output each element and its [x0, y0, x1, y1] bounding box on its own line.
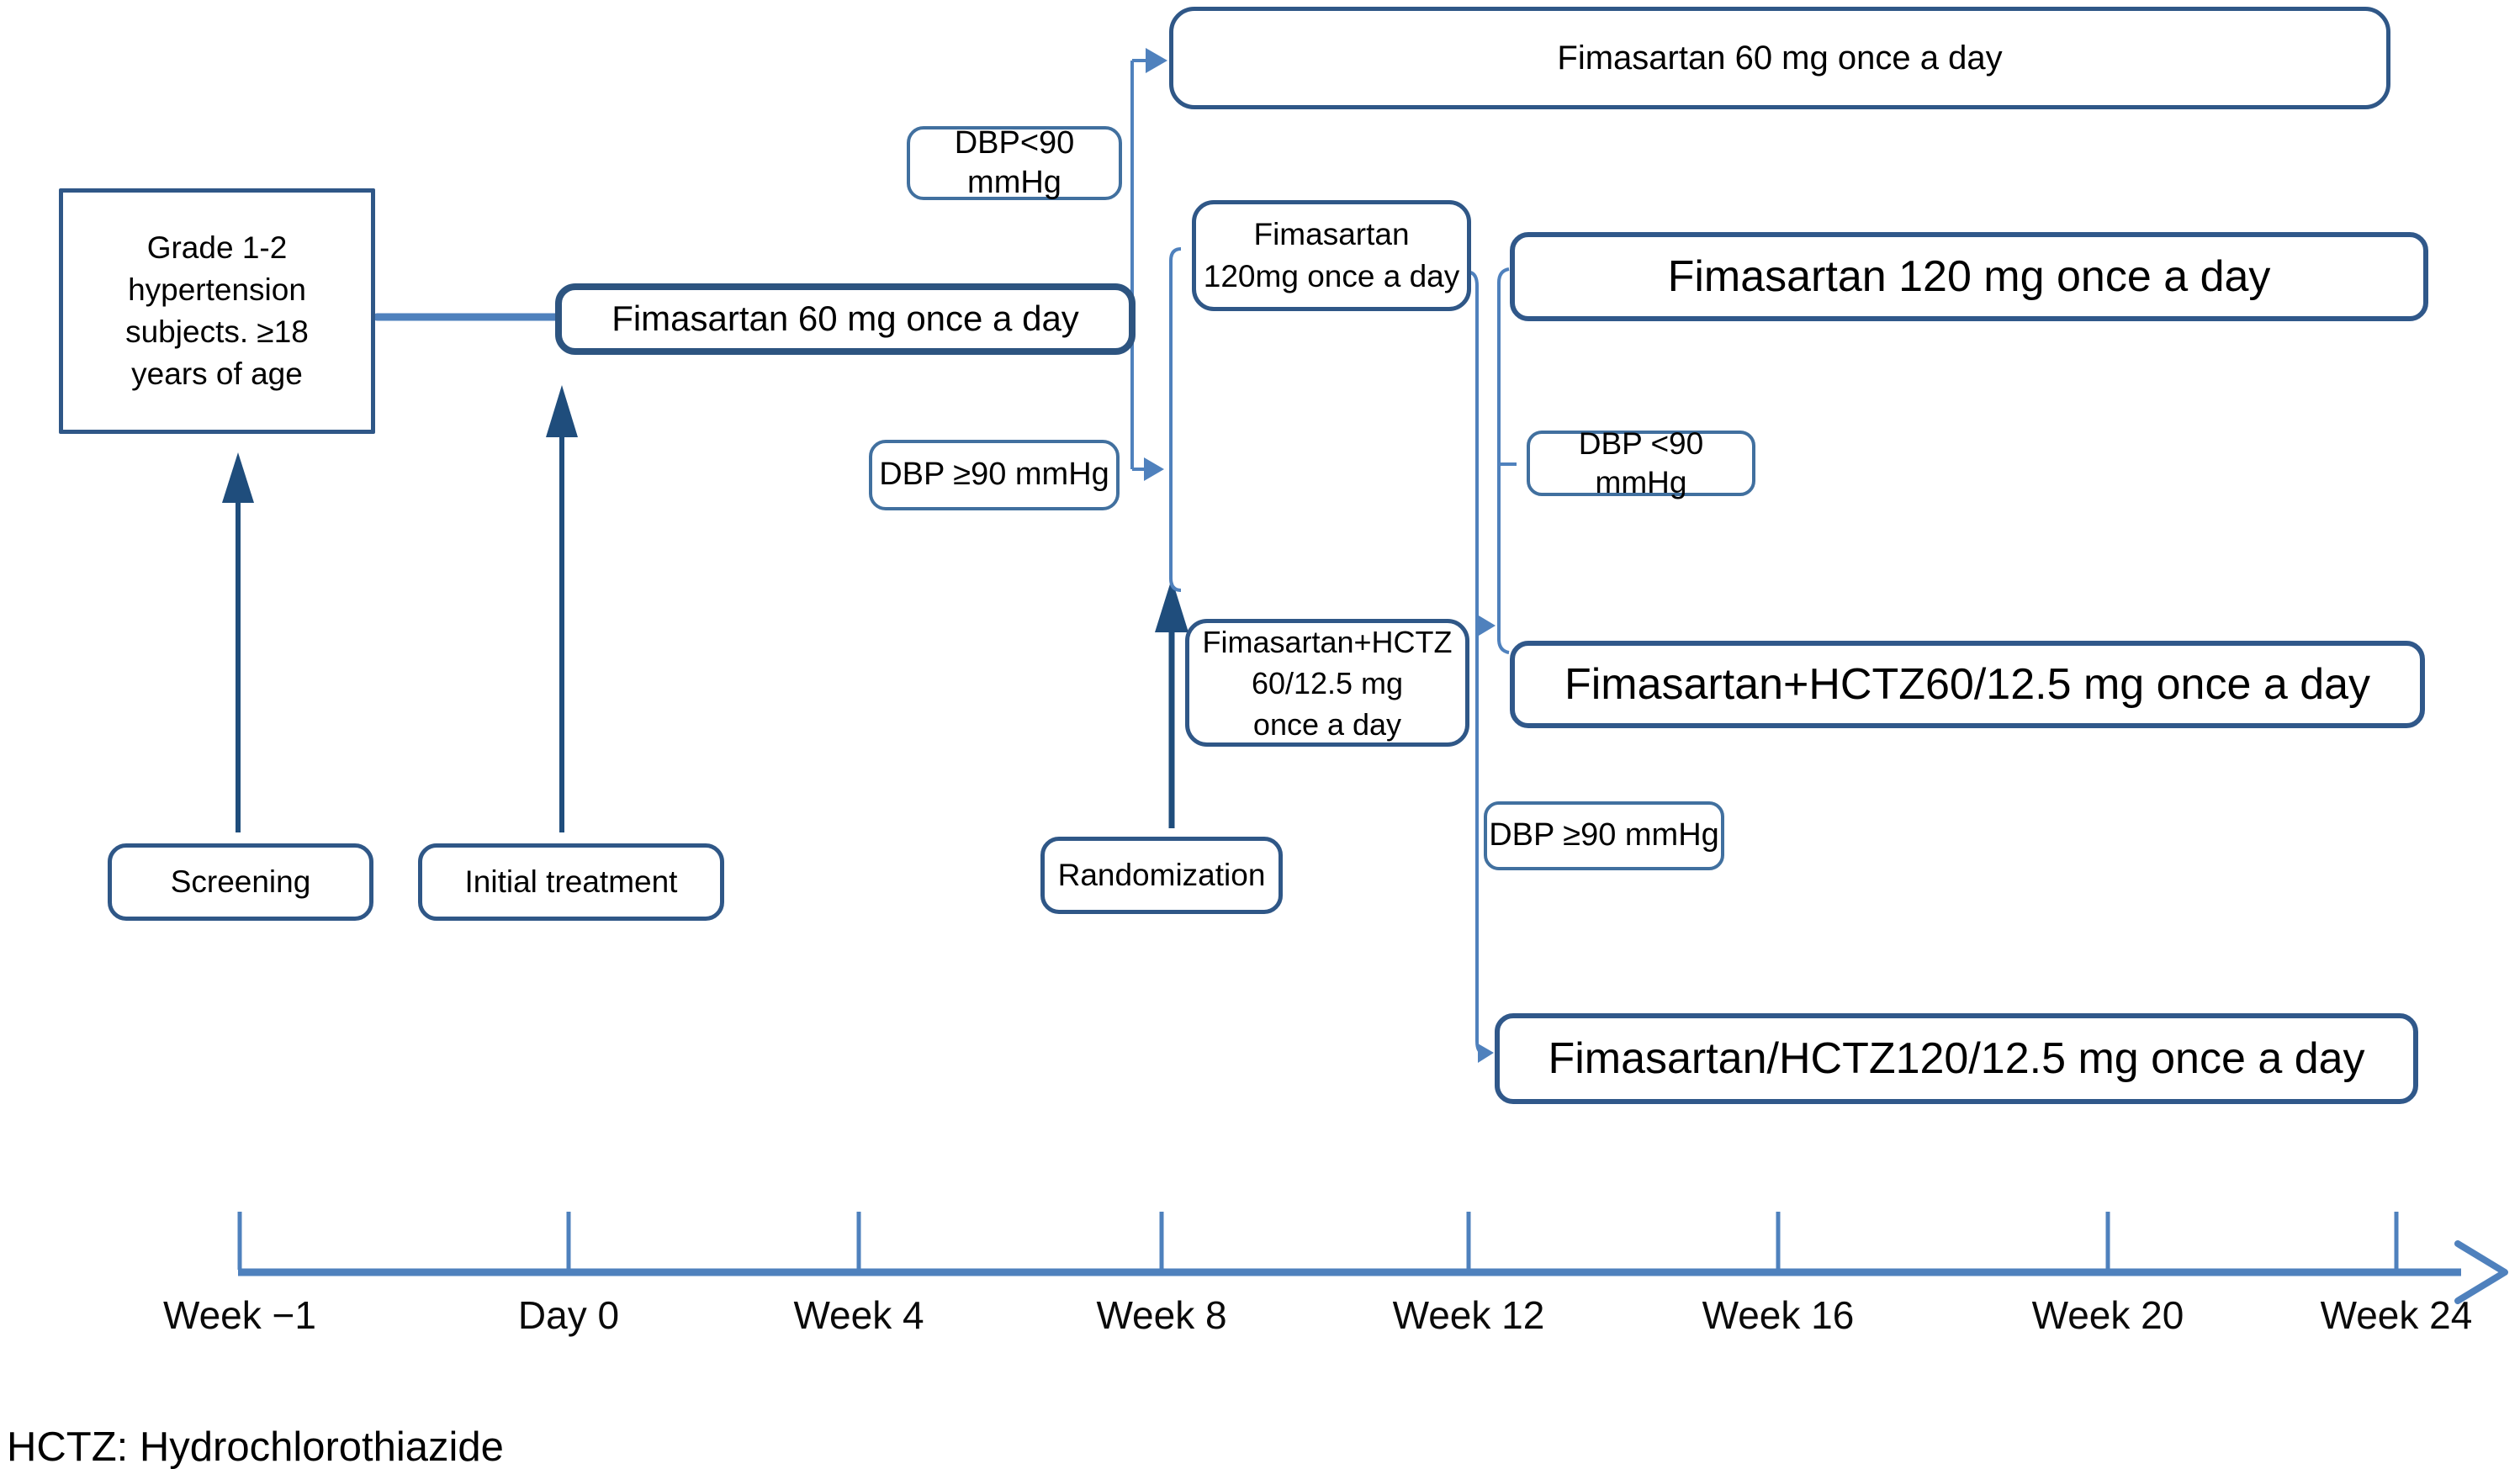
initial-arm-label: Fimasartan 60 mg once a day: [611, 299, 1079, 339]
titration-branch-line: [1130, 48, 1167, 481]
continue-120-label: Fimasartan 120 mg once a day: [1667, 251, 2271, 301]
continue-hctz60-label: Fimasartan+HCTZ60/12.5 mg once a day: [1564, 659, 2371, 709]
timeline-axis: [237, 1212, 2508, 1304]
arrow-into-right-bracket: [1479, 616, 1496, 636]
timeline-label-week12: Week 12: [1392, 1293, 1545, 1337]
arrow-to-combo-box: [1478, 1044, 1494, 1063]
timeline-label-week16: Week 16: [1702, 1293, 1855, 1337]
abbreviation-footnote: HCTZ: Hydrochlorothiazide: [7, 1424, 504, 1469]
randomized-arms-bracket: [1169, 247, 1182, 592]
initial-treatment-box: Initial treatment: [418, 843, 724, 921]
uptitrate-combo-box: Fimasartan/HCTZ120/12.5 mg once a day: [1495, 1013, 2418, 1104]
dbp-lt90-upper-box: DBP<90 mmHg: [907, 124, 1122, 201]
dbp-lt90-right-label: DBP <90 mmHg: [1578, 425, 1704, 499]
arm-120-line-1: Fimasartan: [1253, 217, 1410, 251]
eligibility-line-3: subjects. ≥18: [125, 314, 309, 349]
eligibility-line-4: years of age: [131, 357, 303, 391]
initial-treatment-arrow: [546, 385, 578, 832]
arm-120-line-2: 120mg once a day: [1203, 259, 1460, 293]
timeline-label-week8: Week 8: [1096, 1293, 1227, 1337]
eligibility-line-1: Grade 1-2: [146, 230, 288, 265]
arm-hctz-line-3: once a day: [1252, 706, 1402, 742]
dbp-lt90-right-box: DBP <90 mmHg: [1527, 426, 1755, 499]
continue-120-box: Fimasartan 120 mg once a day: [1510, 232, 2428, 321]
screening-box: Screening: [108, 843, 373, 921]
eligibility-box: Grade 1-2 hypertension subjects. ≥18 yea…: [59, 188, 375, 434]
continuation-bracket: [1497, 267, 1517, 654]
screening-label: Screening: [170, 864, 311, 899]
continue-60-box: Fimasartan 60 mg once a day: [1169, 7, 2390, 109]
randomization-box: Randomization: [1040, 837, 1283, 914]
randomization-arrow: [1155, 579, 1189, 828]
eligibility-line-2: hypertension: [128, 272, 306, 307]
dbp-ge90-left-label: DBP ≥90 mmHg: [879, 457, 1109, 493]
timeline-label-week20: Week 20: [2031, 1293, 2184, 1337]
dbp-ge90-right-label: DBP ≥90 mmHg: [1489, 817, 1719, 853]
dbp-lt90-upper-label: DBP<90 mmHg: [954, 124, 1075, 201]
continue-hctz60-box: Fimasartan+HCTZ60/12.5 mg once a day: [1510, 641, 2425, 728]
initial-arm-box: Fimasartan 60 mg once a day: [555, 283, 1136, 355]
arrow-to-randomized-arms: [1144, 457, 1164, 481]
uptitration-path: [1469, 271, 1496, 1063]
timeline-label-week4: Week 4: [793, 1293, 924, 1337]
timeline-label-day0: Day 0: [517, 1293, 620, 1337]
timeline-label-week-minus1: Week −1: [163, 1293, 316, 1337]
screening-arrow: [222, 452, 254, 832]
arrow-to-continue-60: [1146, 48, 1167, 73]
arm-120-box: Fimasartan 120mg once a day: [1192, 200, 1471, 311]
arm-hctz-box: Fimasartan+HCTZ 60/12.5 mg once a day: [1185, 619, 1469, 747]
uptitrate-combo-label: Fimasartan/HCTZ120/12.5 mg once a day: [1548, 1033, 2365, 1083]
arm-hctz-line-2: 60/12.5 mg: [1251, 665, 1404, 700]
timeline-ticks: [237, 1212, 2399, 1270]
timeline-label-week24: Week 24: [2320, 1293, 2473, 1337]
arm-hctz-line-1: Fimasartan+HCTZ: [1202, 624, 1453, 659]
dbp-ge90-left-box: DBP ≥90 mmHg: [869, 440, 1120, 510]
dbp-ge90-right-box: DBP ≥90 mmHg: [1484, 801, 1724, 870]
timeline-arrowhead: [2454, 1240, 2508, 1304]
initial-treatment-label: Initial treatment: [464, 864, 678, 899]
continue-60-label: Fimasartan 60 mg once a day: [1557, 40, 2003, 77]
randomization-label: Randomization: [1057, 857, 1266, 892]
